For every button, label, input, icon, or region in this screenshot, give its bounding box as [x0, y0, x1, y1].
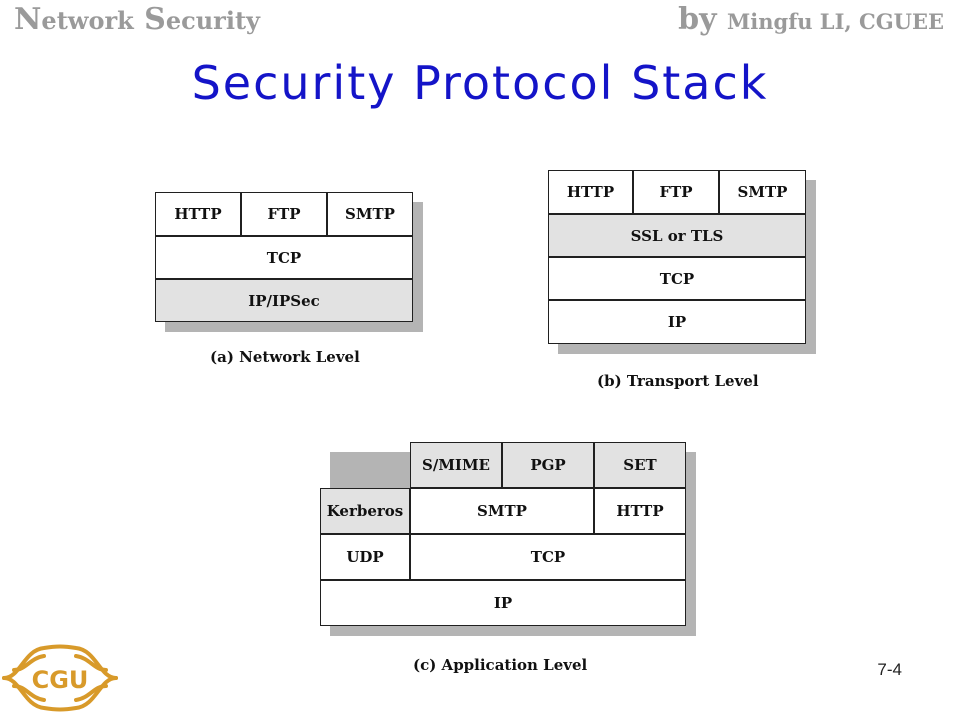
diagram-transport-level: HTTP FTP SMTP SSL or TLS TCP IP — [548, 170, 816, 354]
svg-text:CGU: CGU — [32, 666, 89, 694]
diagram-application-level: S/MIME PGP SET Kerberos SMTP HTTP UDP TC… — [320, 442, 696, 636]
header-author-by: by — [678, 2, 728, 37]
cell-smtp: SMTP — [327, 192, 413, 236]
cell-pgp: PGP — [502, 442, 594, 488]
cgu-logo-icon: CGU — [0, 636, 120, 724]
slide-title: Security Protocol Stack — [191, 56, 769, 110]
cell-ssl-tls: SSL or TLS — [548, 214, 806, 257]
header-author: by Mingfu LI, CGUEE — [678, 2, 944, 37]
cell-smtp: SMTP — [719, 170, 806, 214]
cell-smtp: SMTP — [410, 488, 594, 534]
cell-ftp: FTP — [633, 170, 719, 214]
cell-set: SET — [594, 442, 686, 488]
cell-http: HTTP — [594, 488, 686, 534]
header-course-initial-s: S — [144, 2, 166, 37]
diagram-network-level: HTTP FTP SMTP TCP IP/IPSec — [155, 192, 423, 332]
cell-tcp: TCP — [548, 257, 806, 300]
cell-ip: IP — [548, 300, 806, 344]
caption-application-level: (c) Application Level — [413, 656, 588, 674]
cell-http: HTTP — [548, 170, 633, 214]
cell-tcp: TCP — [155, 236, 413, 279]
cell-tcp: TCP — [410, 534, 686, 580]
header-course-initial-n: N — [14, 2, 42, 37]
header-course-title: Network Security — [14, 2, 260, 37]
cell-ftp: FTP — [241, 192, 327, 236]
header-author-name: Mingfu LI, CGUEE — [727, 9, 944, 34]
header-course-word-1: etwork — [41, 6, 134, 35]
header-course-word-2: ecurity — [165, 6, 260, 35]
cell-kerberos: Kerberos — [320, 488, 410, 534]
cell-ip: IP — [320, 580, 686, 626]
caption-transport-level: (b) Transport Level — [597, 372, 759, 390]
cell-udp: UDP — [320, 534, 410, 580]
cell-smime: S/MIME — [410, 442, 502, 488]
cell-http: HTTP — [155, 192, 241, 236]
cell-ip-ipsec: IP/IPSec — [155, 279, 413, 322]
caption-network-level: (a) Network Level — [210, 348, 360, 366]
page-number: 7-4 — [877, 660, 902, 679]
